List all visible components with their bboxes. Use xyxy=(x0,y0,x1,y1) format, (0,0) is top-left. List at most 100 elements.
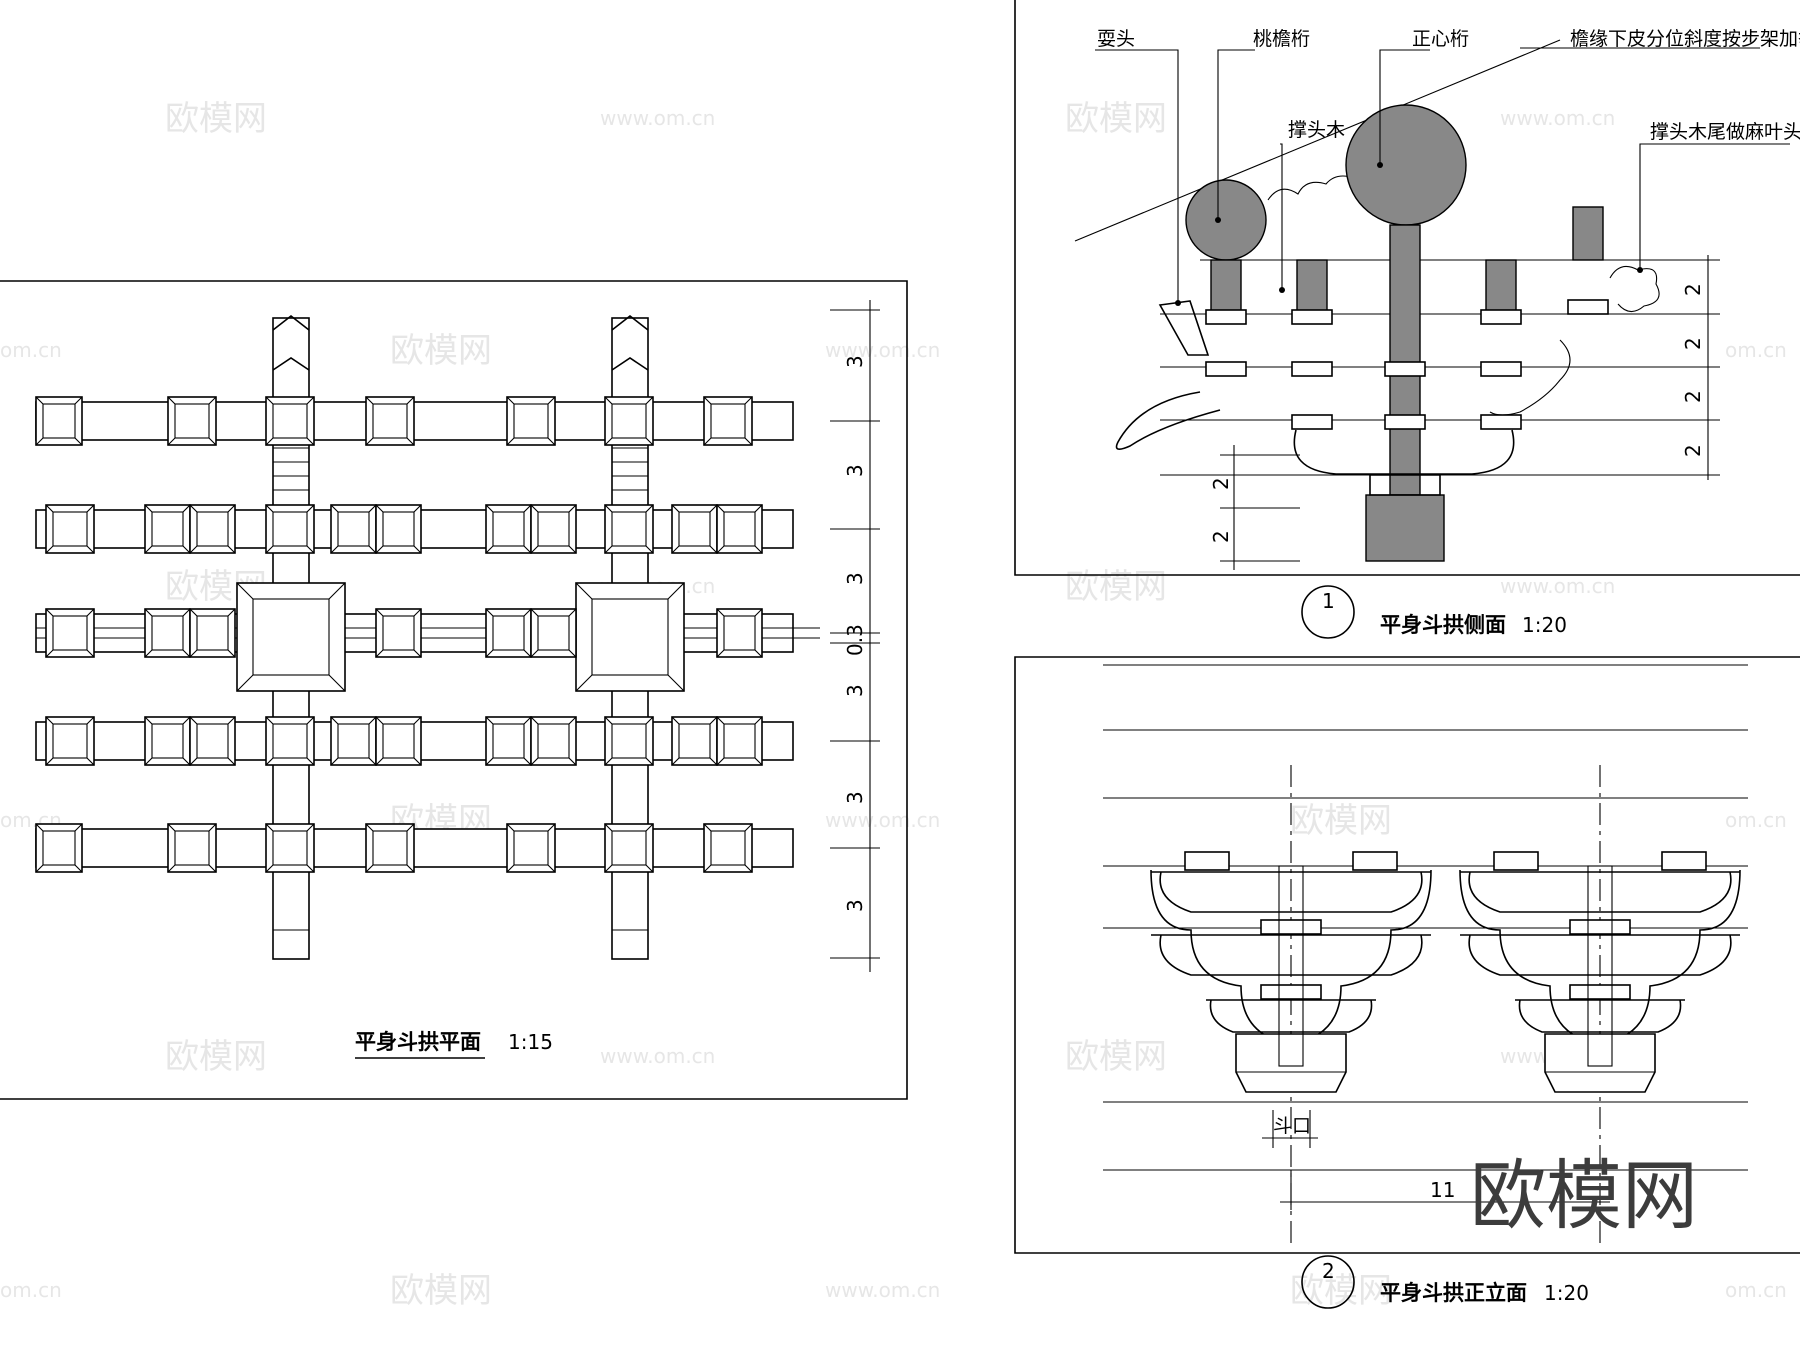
plan-block xyxy=(144,716,191,766)
plan-block xyxy=(716,716,763,766)
plan-scale: 1:15 xyxy=(508,1030,553,1054)
dougong-cluster xyxy=(1459,851,1741,1093)
watermark-url: om.cn xyxy=(0,1278,62,1302)
watermark-url: www.om.cn xyxy=(825,808,940,832)
plan-block xyxy=(703,396,753,446)
plan-block xyxy=(716,608,763,658)
center-post xyxy=(1389,224,1421,496)
watermark-brand: 欧模网 xyxy=(1065,1037,1167,1077)
plan-block xyxy=(265,504,315,554)
plan-block xyxy=(485,608,532,658)
plan-block xyxy=(485,716,532,766)
watermark-url: www.om.cn xyxy=(825,338,940,362)
watermark-url: www.om.cn xyxy=(825,1278,940,1302)
front-scale: 1:20 xyxy=(1544,1281,1589,1305)
plan-block xyxy=(330,504,377,554)
plan-block xyxy=(671,504,718,554)
center-block-left xyxy=(236,582,346,692)
label-chengtoumu: 撑头木 xyxy=(1288,119,1345,141)
plan-block xyxy=(265,396,315,446)
plan-block xyxy=(485,504,532,554)
plan-frame xyxy=(0,280,908,1100)
plan-block xyxy=(35,396,83,446)
plan-block xyxy=(703,823,753,873)
side-title: 平身斗拱侧面 xyxy=(1380,612,1506,637)
front-number-circle xyxy=(1301,1255,1355,1309)
watermark-brand: 欧模网 xyxy=(165,1037,267,1077)
label-tiaoyanheng: 桃檐桁 xyxy=(1253,28,1310,50)
center-block-right xyxy=(575,582,685,692)
plan-block xyxy=(365,396,415,446)
label-zhengxinheng: 正心桁 xyxy=(1412,28,1469,50)
front-title: 平身斗拱正立面 xyxy=(1380,1280,1527,1305)
plan-center-blocks xyxy=(236,582,685,692)
rafter-slope-line xyxy=(1074,39,1561,242)
plan-dim-1: 3 xyxy=(843,355,867,368)
tiaoyan-purlin xyxy=(1185,179,1267,261)
side-dim-l2: 2 xyxy=(1209,530,1233,543)
watermark-brand: 欧模网 xyxy=(390,331,492,371)
plan-block xyxy=(530,716,577,766)
plan-block xyxy=(144,608,191,658)
plan-block xyxy=(375,504,422,554)
side-dim-r4: 2 xyxy=(1681,444,1705,457)
side-number: 1 xyxy=(1322,589,1335,613)
plan-title: 平身斗拱平面 xyxy=(355,1029,481,1054)
plan-small-blocks xyxy=(35,396,763,873)
plan-block xyxy=(189,608,236,658)
plan-block xyxy=(45,504,95,554)
watermark-url: om.cn xyxy=(1725,338,1787,362)
plan-dim-5: 3 xyxy=(843,684,867,697)
column-right-tip xyxy=(611,357,649,371)
plan-block xyxy=(265,716,315,766)
front-dim-bottom: 11 xyxy=(1430,1178,1455,1202)
plan-block xyxy=(375,716,422,766)
cloud-outline xyxy=(1267,175,1355,201)
plan-block xyxy=(716,504,763,554)
front-level-lines xyxy=(1103,664,1748,1171)
leader-lines xyxy=(1095,47,1790,303)
side-dim-r1: 2 xyxy=(1681,283,1705,296)
side-number-circle xyxy=(1301,585,1355,639)
lower-arm xyxy=(1293,429,1515,475)
mayetou-tail xyxy=(1609,265,1660,313)
side-dims-right: 2 2 2 2 xyxy=(1650,255,1720,480)
column-left-tip xyxy=(272,357,310,371)
plan-block xyxy=(604,396,654,446)
watermark-brand: 欧模网 xyxy=(1065,567,1167,607)
plan-view: 3 3 3 0.3 3 3 3 平身斗拱平面 1:15 xyxy=(0,280,908,1100)
plan-block xyxy=(189,504,236,554)
plan-block xyxy=(530,504,577,554)
plan-block xyxy=(671,716,718,766)
plan-block xyxy=(45,608,95,658)
watermark-url: www.om.cn xyxy=(600,1044,715,1068)
side-dim-r2: 2 xyxy=(1681,337,1705,350)
plan-dim-6: 3 xyxy=(843,791,867,804)
lower-beak xyxy=(1115,391,1221,450)
watermark-url: om.cn xyxy=(1725,808,1787,832)
watermark-brand: 欧模网 xyxy=(1065,99,1167,139)
plan-block xyxy=(604,823,654,873)
watermark-url: www.om.cn xyxy=(1500,106,1615,130)
plan-block xyxy=(365,823,415,873)
side-dim-r3: 2 xyxy=(1681,390,1705,403)
label-slope-note: 檐缘下皮分位斜度按步架加举 xyxy=(1570,28,1800,50)
watermark-url: www.om.cn xyxy=(600,106,715,130)
plan-title-block: 平身斗拱平面 1:15 xyxy=(355,1029,553,1059)
plan-block xyxy=(530,608,577,658)
doukou-label: 斗口 xyxy=(1273,1115,1311,1137)
watermark-url: om.cn xyxy=(1725,1278,1787,1302)
side-view: 耍头 桃檐桁 正心桁 檐缘下皮分位斜度按步架加举 撑头木 撑头木尾做麻叶头 2 … xyxy=(1014,0,1800,639)
watermark-brand: 欧模网 xyxy=(1290,801,1392,841)
plan-dim-7: 3 xyxy=(843,899,867,912)
plan-dim-2: 3 xyxy=(843,464,867,477)
watermark-brand: 欧模网 xyxy=(165,99,267,139)
zhengxin-purlin xyxy=(1345,104,1467,226)
plan-block xyxy=(265,823,315,873)
front-frame xyxy=(1014,656,1800,1254)
plan-block xyxy=(506,823,556,873)
front-brackets xyxy=(1150,851,1741,1093)
plan-dimensions: 3 3 3 0.3 3 3 3 xyxy=(830,300,880,972)
side-scale: 1:20 xyxy=(1522,613,1567,637)
